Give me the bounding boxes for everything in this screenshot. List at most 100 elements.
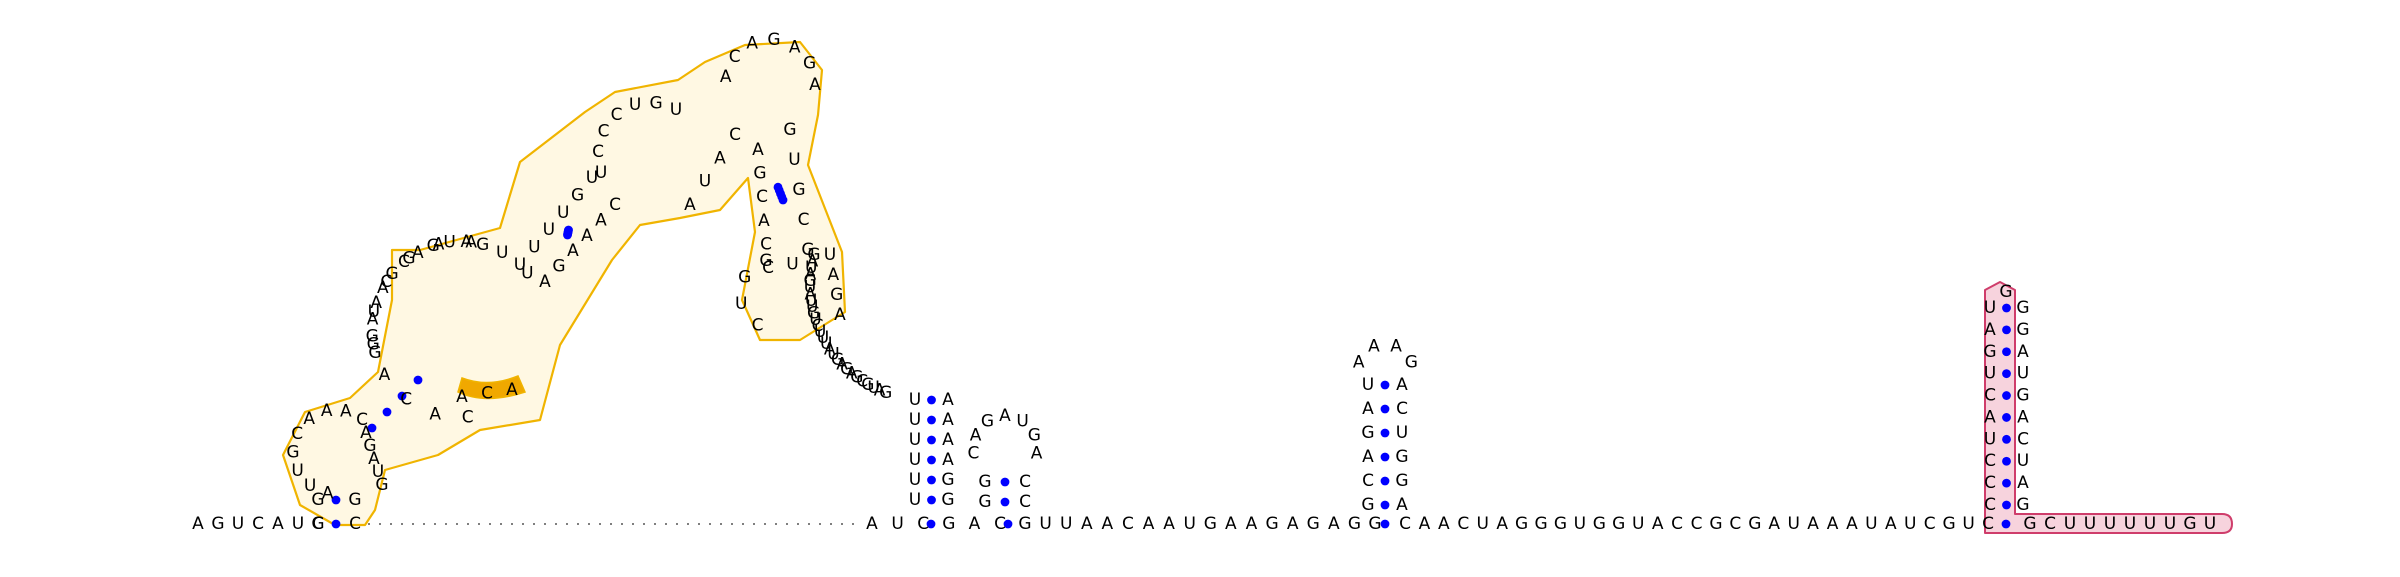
middle-region-nucleotide: G <box>1554 514 1567 534</box>
upper-loop-nucleotide: U <box>699 172 711 192</box>
linker-nucleotide: U <box>1183 514 1195 534</box>
base-pair-dot <box>927 475 936 485</box>
internal-loop-nucleotide: G <box>368 343 381 363</box>
large-loop-nucleotide: G <box>831 350 844 370</box>
bulge-nucleotide: G <box>801 240 814 260</box>
middle-region-nucleotide: A <box>1768 514 1780 534</box>
left-outer-stem: G <box>348 490 361 510</box>
linker-nucleotide: G <box>1018 514 1031 534</box>
middle-region-nucleotide: G <box>1612 514 1625 534</box>
large-loop-nucleotide: U <box>827 345 839 365</box>
upper-loop-nucleotide: U <box>595 163 607 183</box>
base-pair-dot <box>331 519 341 529</box>
linker-nucleotide: U <box>1039 514 1051 534</box>
right-hairpin-stem: A <box>1984 320 1996 340</box>
upper-loop-nucleotide: C <box>598 122 610 142</box>
internal-loop-nucleotide: A <box>429 404 441 424</box>
middle-region-nucleotide: U <box>1787 514 1799 534</box>
left-loop-a-nucleotide: A <box>322 483 334 503</box>
bulge-nucleotide: G <box>753 164 766 184</box>
left-loop-a-nucleotide: G <box>286 443 299 463</box>
middle-hairpin-loop-nucleotide: A <box>1390 336 1402 356</box>
middle-region-nucleotide: A <box>1846 514 1858 534</box>
highlighted-base: C <box>481 384 493 404</box>
right-hairpin-stem: G <box>2016 386 2029 406</box>
bulge-nucleotide: U <box>788 150 800 170</box>
left-outer-stem: G <box>311 490 324 510</box>
base-pair-dot <box>927 495 936 505</box>
base-pair-dot <box>1000 477 1010 487</box>
linker-nucleotide: C <box>1122 514 1134 534</box>
linker-nucleotide: A <box>1163 514 1175 534</box>
base-pair-dots <box>331 182 2011 529</box>
internal-loop-nucleotide: U <box>368 302 380 322</box>
three-prime-tail-nucleotide: U <box>2164 514 2176 534</box>
large-stem-nucleotide: G <box>941 470 954 490</box>
internal-loop-nucleotide: G <box>427 236 440 256</box>
linker-nucleotide: U <box>1060 514 1072 534</box>
upper-stem-nucleotide: C <box>609 195 621 215</box>
tip-loop-nucleotide: A <box>789 37 801 57</box>
right-hairpin-stem: G <box>2016 298 2029 318</box>
base-pair-dot <box>2002 369 2011 379</box>
tip-loop-nucleotide: G <box>767 30 780 50</box>
middle-region-nucleotide: G <box>1534 514 1547 534</box>
left-loop-a-nucleotide: A <box>360 423 372 443</box>
internal-loop-nucleotide: G <box>476 235 489 255</box>
linker-nucleotide: A <box>1225 514 1237 534</box>
internal-loop-nucleotide: A <box>377 278 389 298</box>
middle-region-nucleotide: G <box>1748 514 1761 534</box>
linker-nucleotide: G <box>1307 514 1320 534</box>
highlighted-bases-marker <box>457 375 527 400</box>
baseline-nucleotide: A <box>866 514 878 534</box>
base-pair-dot <box>1380 404 1390 414</box>
base-pair-dot <box>1380 500 1390 510</box>
small-hairpin-loop-nucleotide: G <box>1028 425 1041 445</box>
three-prime-tail-nucleotide: G <box>2183 514 2196 534</box>
small-hairpin-loop-nucleotide: C <box>968 444 980 464</box>
base-pair-dot <box>331 495 341 505</box>
internal-loop-nucleotide: C <box>462 408 474 428</box>
right-hairpin-stem: A <box>2017 473 2029 493</box>
right-hairpin-stem: A <box>1984 407 1996 427</box>
small-hairpin-loop-nucleotide: A <box>1031 444 1043 464</box>
large-loop-nucleotide: U <box>806 297 818 317</box>
upper-loop-nucleotide: C <box>592 142 604 162</box>
tip-loop-nucleotide: A <box>720 67 732 87</box>
left-loop-a-nucleotide: C <box>356 410 368 430</box>
base-pair-dot <box>2002 456 2011 466</box>
bulge-nucleotide: G <box>792 180 805 200</box>
internal-loop-nucleotide: A <box>460 232 472 252</box>
large-stem-nucleotide: U <box>909 390 921 410</box>
upper-stem-nucleotide: A <box>539 272 551 292</box>
large-loop-nucleotide: A <box>807 252 819 272</box>
left-loop-a-nucleotide: C <box>291 424 303 444</box>
three-prime-tail-nucleotide: U <box>2144 514 2156 534</box>
right-hairpin-loop-nucleotide: G <box>1999 282 2012 302</box>
large-loop-nucleotide: G <box>879 383 892 403</box>
small-hairpin-loop-nucleotide: A <box>999 406 1011 426</box>
base-pair-dot <box>1380 519 1390 529</box>
large-loop-nucleotide: G <box>861 375 874 395</box>
middle-region-nucleotide: C <box>1691 514 1703 534</box>
internal-loop-nucleotide: U <box>443 233 455 253</box>
left-loop-a-nucleotide: A <box>303 409 315 429</box>
upper-loop-nucleotide: A <box>714 148 726 168</box>
linker-nucleotide: G <box>1265 514 1278 534</box>
small-hairpin-loop-nucleotide: U <box>1016 411 1028 431</box>
upper-loop-nucleotide: C <box>611 105 623 125</box>
internal-loop-nucleotide: C <box>398 252 410 272</box>
internal-loop-nucleotide: A <box>412 243 424 263</box>
five-prime-tail-nucleotide: C <box>252 514 264 534</box>
base-pair-dot <box>2002 413 2011 422</box>
middle-hairpin-stem: A <box>1362 399 1374 419</box>
tip-bottom-loop-nucleotide: U <box>786 255 798 275</box>
middle-hairpin-stem: C <box>1396 399 1408 419</box>
large-loop-nucleotide: G <box>850 368 863 388</box>
large-loop-nucleotide: A <box>805 284 817 304</box>
large-loop-nucleotide: G <box>807 304 820 324</box>
upper-stem-nucleotide: A <box>595 210 607 230</box>
middle-hairpin-stem: A <box>1362 447 1374 467</box>
linker-nucleotide: A <box>1287 514 1299 534</box>
right-hairpin-stem: C <box>1984 473 1996 493</box>
